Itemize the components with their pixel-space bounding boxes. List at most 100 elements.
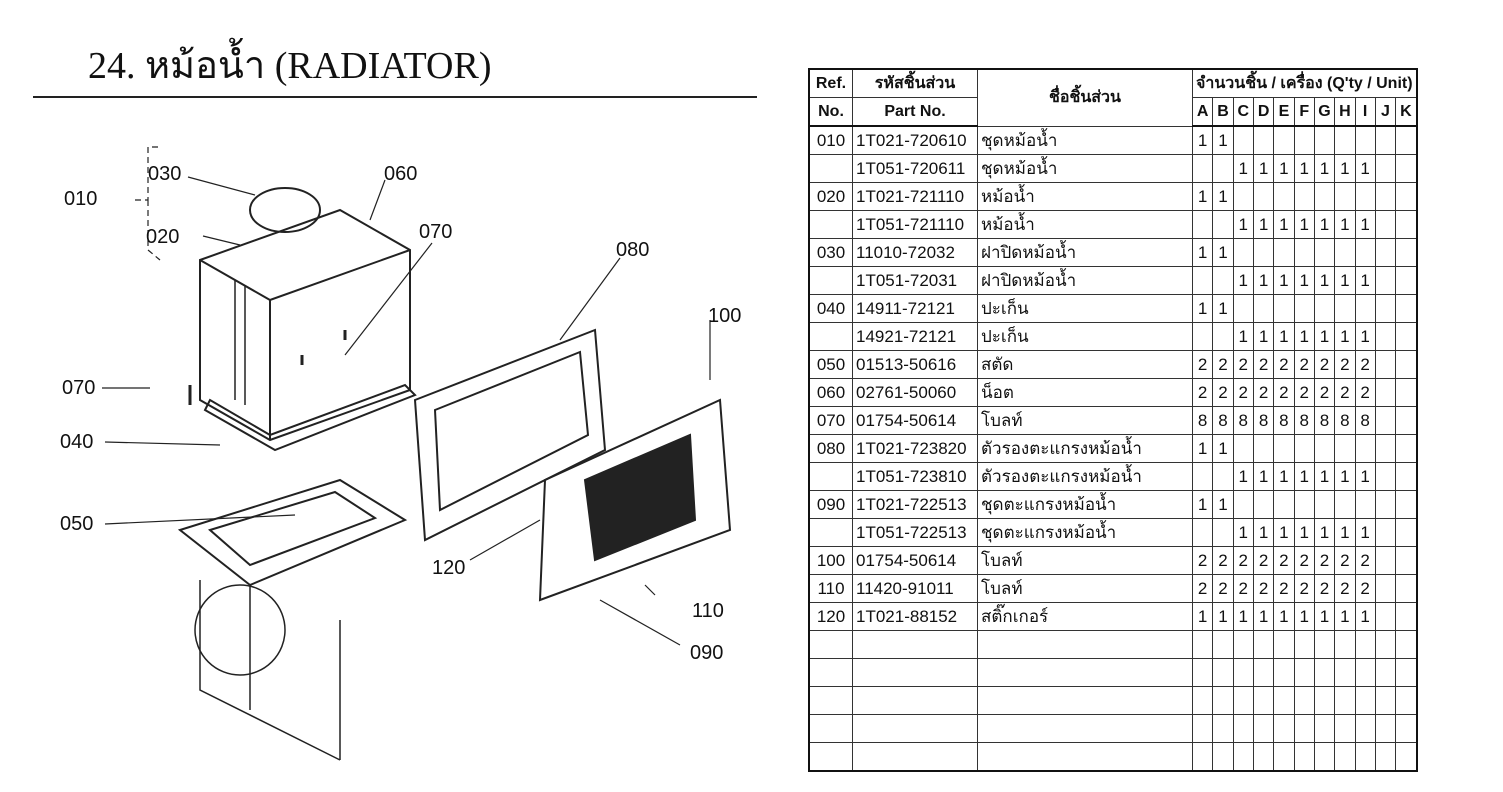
qty-cell [1191,714,1214,743]
callout-060: 060 [384,163,418,185]
part-name: โบลท์ [977,574,1193,603]
qty-cell [1354,686,1376,715]
qty-cell: 1 [1273,462,1295,491]
qty-cell: 1 [1273,266,1295,295]
qty-cell [1232,714,1254,743]
ref-no [808,658,853,687]
grille [538,398,732,602]
qty-cell: 2 [1293,350,1315,379]
qty-cell: 1 [1252,322,1275,351]
qty-cell [1273,742,1295,772]
qty-cell [1313,714,1336,743]
qty-cell [1374,294,1397,323]
qty-cell: 2 [1252,350,1275,379]
qty-cell: 1 [1212,434,1234,463]
qty-cell [1354,434,1376,463]
qty-cell [1191,742,1214,772]
ref-no: 020 [808,182,853,211]
callout-080: 080 [616,239,650,261]
part-name: ปะเก็น [977,294,1193,323]
qty-cell: 8 [1293,406,1315,435]
qty-cell: 2 [1212,378,1234,407]
callout-070-left: 070 [62,377,96,399]
qty-cell: 1 [1232,602,1254,631]
qty-cell [1212,322,1234,351]
part-name: สตัด [977,350,1193,379]
ref-no: 030 [808,238,853,267]
qty-cell [1273,434,1295,463]
qty-cell: 1 [1191,294,1214,323]
empty-row [808,658,1418,687]
qty-cell: 1 [1232,518,1254,547]
qty-cell [1232,490,1254,519]
part-name: ชุดหม้อน้ำ [977,154,1193,183]
qty-cell: 1 [1212,602,1234,631]
qty-cell [1232,686,1254,715]
qty-cell: 2 [1354,546,1376,575]
qty-cell: 2 [1273,350,1295,379]
qty-cell: 1 [1313,322,1336,351]
qty-cell: 2 [1334,574,1356,603]
ref-no: 060 [808,378,853,407]
part-name: ปะเก็น [977,322,1193,351]
qty-cell [1252,630,1275,659]
callout-090: 090 [690,642,724,664]
qty-cell [1252,490,1275,519]
callout-100: 100 [708,305,742,327]
qty-cell: 1 [1232,210,1254,239]
qty-header: จำนวนชิ้น / เครื่อง (Q'ty / Unit) [1191,68,1418,98]
qty-cell: 2 [1273,574,1295,603]
qty-cell [1374,125,1397,155]
qty-cell: 2 [1252,574,1275,603]
part-name: ชุดหม้อน้ำ [977,125,1193,155]
qty-cell: 8 [1212,406,1234,435]
qty-cell: 1 [1212,182,1234,211]
ref-no: 040 [808,294,853,323]
qty-cell [1293,742,1315,772]
qty-cell [1273,714,1295,743]
qty-cell [1354,658,1376,687]
qty-cell [1395,434,1418,463]
qty-cell [1374,238,1397,267]
part-no: 1T021-720610 [852,125,978,155]
qty-cell [1334,658,1356,687]
qty-cell [1395,266,1418,295]
radiator-mount [177,478,408,587]
part-name-header: ชื่อชิ้นส่วน [977,68,1193,127]
qty-cell: 8 [1191,406,1214,435]
qty-cell [1334,294,1356,323]
qty-cell [1313,490,1336,519]
qty-cell [1354,490,1376,519]
model-header-i: I [1354,97,1376,127]
part-name [977,630,1193,659]
ref-no [808,154,853,183]
qty-cell: 2 [1232,350,1254,379]
qty-cell [1374,742,1397,772]
qty-cell [1334,630,1356,659]
qty-cell [1191,518,1214,547]
qty-cell [1313,434,1336,463]
qty-cell [1374,322,1397,351]
qty-cell: 1 [1354,154,1376,183]
part-no: 1T051-72031 [852,266,978,295]
qty-cell [1395,462,1418,491]
qty-cell [1232,434,1254,463]
qty-cell [1273,490,1295,519]
qty-cell [1293,714,1315,743]
radiator-exploded-diagram [102,146,732,761]
qty-cell: 2 [1232,378,1254,407]
qty-cell: 1 [1293,518,1315,547]
qty-cell: 2 [1232,546,1254,575]
qty-cell [1374,518,1397,547]
engine-housing [199,580,341,761]
ref-no: 080 [808,434,853,463]
